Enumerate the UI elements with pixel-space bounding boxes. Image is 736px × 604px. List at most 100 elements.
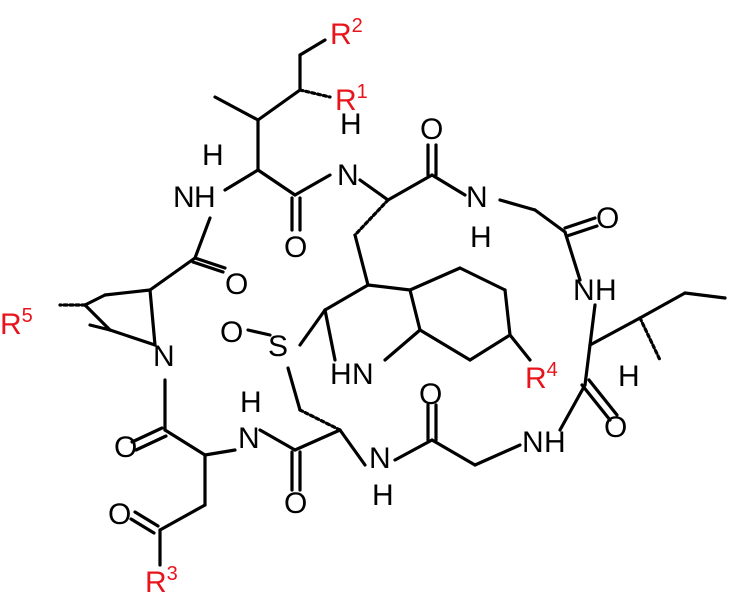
bond [298,408,342,432]
atom-label: N [153,340,175,373]
bond [638,291,687,320]
bond [193,256,227,270]
atom-label: O [225,268,248,301]
bond [158,503,207,532]
atom-label: N [522,426,544,459]
atom-label-layer: N H H N O N H O N H H O H O O N O S H N … [108,108,640,531]
bond [83,293,107,307]
atom-label: O [114,431,137,464]
bond [191,260,225,274]
atom-label: H [470,221,492,254]
r-group-label-2: R2 [330,15,363,51]
bond [386,173,434,202]
bond [458,266,507,292]
atom-label: H [544,426,566,459]
bond [468,333,512,362]
bond [293,173,332,197]
atom-label: O [220,316,243,349]
bond [130,426,164,444]
atom-label: O [604,411,627,444]
bond [103,288,152,297]
atom-label: O [284,231,307,264]
atom-label: H [595,274,617,307]
bond [683,291,727,300]
bond [129,517,156,535]
atom-label: N [238,422,260,455]
bond [108,328,157,347]
bond [430,173,467,197]
bond [134,434,168,452]
r-group-label-4: R4 [525,359,558,395]
bond [583,343,592,387]
atom-label: H [194,181,216,214]
r-group-layer: R2 R1 R5 R4 R3 [0,15,558,599]
bond [286,366,302,412]
atom-label: H [330,358,352,391]
bond [148,288,157,347]
bond [193,216,212,260]
bond [83,303,112,332]
bond [223,168,260,192]
bond [383,328,422,362]
bond [508,333,532,362]
bond [293,428,342,452]
bond [358,178,390,202]
bond [393,438,434,462]
atom-label: H [618,360,640,393]
atom-label: H [202,139,224,172]
bond [338,428,367,467]
bond [563,230,582,282]
atom-label: N [352,358,374,391]
bond [353,233,370,287]
bond [408,288,422,332]
bond-layer [58,38,727,567]
bond [246,328,272,337]
bond [366,283,412,292]
bond [323,308,337,362]
atom-label: N [337,159,359,192]
atom-label: O [419,378,442,411]
bond [298,38,327,57]
bond [408,266,462,292]
bond [163,428,207,457]
r-group-label-3: R3 [145,563,178,599]
r-group-label-5: R5 [0,305,33,341]
bond [203,448,237,457]
atom-label: S [268,330,288,363]
bond [213,95,260,122]
bond [133,510,160,528]
bond [148,256,197,292]
bond [638,316,662,362]
atom-label: H [340,108,362,141]
bond [473,443,522,467]
atom-label: O [284,487,307,520]
bond [533,208,567,234]
bond [558,383,587,432]
bond [563,216,597,230]
atom-label: O [596,202,619,235]
atom-label: O [108,498,131,531]
bond [430,438,477,467]
bond [298,88,332,99]
bond [298,308,327,347]
bond [498,198,537,212]
atom-label: H [372,479,394,512]
atom-label: N [466,181,488,214]
bond [580,383,612,422]
bond [503,288,512,337]
bond [353,198,390,237]
bond [418,328,472,362]
bond [256,88,302,122]
atom-label: H [240,386,262,419]
bond [588,316,642,347]
bond [88,323,112,332]
atom-label: O [420,113,443,146]
r-group-label-1: R1 [335,81,368,117]
bond [258,428,297,452]
bond [588,303,597,347]
bond [587,378,619,417]
bond [565,224,599,238]
bond [256,168,297,197]
